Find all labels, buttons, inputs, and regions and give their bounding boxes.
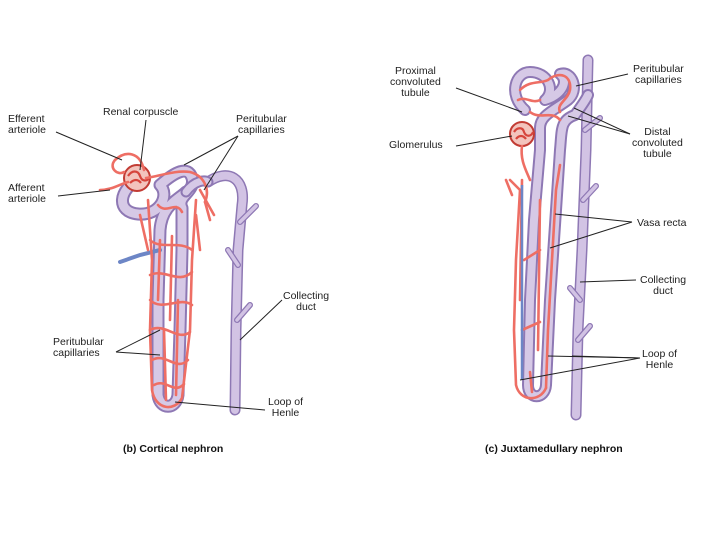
label-loop-of-henle-cortical: Loop of Henle bbox=[268, 396, 304, 419]
cortical-collecting-duct bbox=[202, 170, 259, 416]
label-distal-convoluted-tubule: Distal convoluted tubule bbox=[632, 126, 683, 160]
label-glomerulus: Glomerulus bbox=[389, 139, 443, 151]
label-peritubular-capillaries-top: Peritubular capillaries bbox=[236, 113, 287, 136]
jm-glomerulus bbox=[509, 121, 535, 147]
label-peritubular-capillaries-jm: Peritubular capillaries bbox=[633, 63, 684, 86]
jm-collecting-duct bbox=[567, 54, 603, 421]
juxtamedullary-nephron-illustration bbox=[504, 54, 603, 421]
caption-cortical-nephron: (b) Cortical nephron bbox=[123, 443, 224, 455]
label-afferent-arteriole: Afferent arteriole bbox=[8, 182, 46, 205]
cortical-nephron-illustration bbox=[98, 152, 259, 416]
label-collecting-duct-cortical: Collecting duct bbox=[283, 290, 330, 313]
label-peritubular-capillaries-bottom: Peritubular capillaries bbox=[53, 336, 104, 359]
label-renal-corpuscle: Renal corpuscle bbox=[103, 106, 179, 118]
caption-juxtamedullary-nephron: (c) Juxtamedullary nephron bbox=[485, 443, 623, 455]
cortical-vein bbox=[118, 248, 162, 264]
label-proximal-convoluted-tubule: Proximal convoluted tubule bbox=[390, 65, 441, 99]
leader-lines bbox=[55, 73, 641, 411]
label-loop-of-henle-jm: Loop of Henle bbox=[642, 348, 678, 371]
label-efferent-arteriole: Efferent arteriole bbox=[8, 113, 46, 136]
label-vasa-recta: Vasa recta bbox=[637, 217, 687, 229]
label-collecting-duct-jm: Collecting duct bbox=[640, 274, 687, 297]
